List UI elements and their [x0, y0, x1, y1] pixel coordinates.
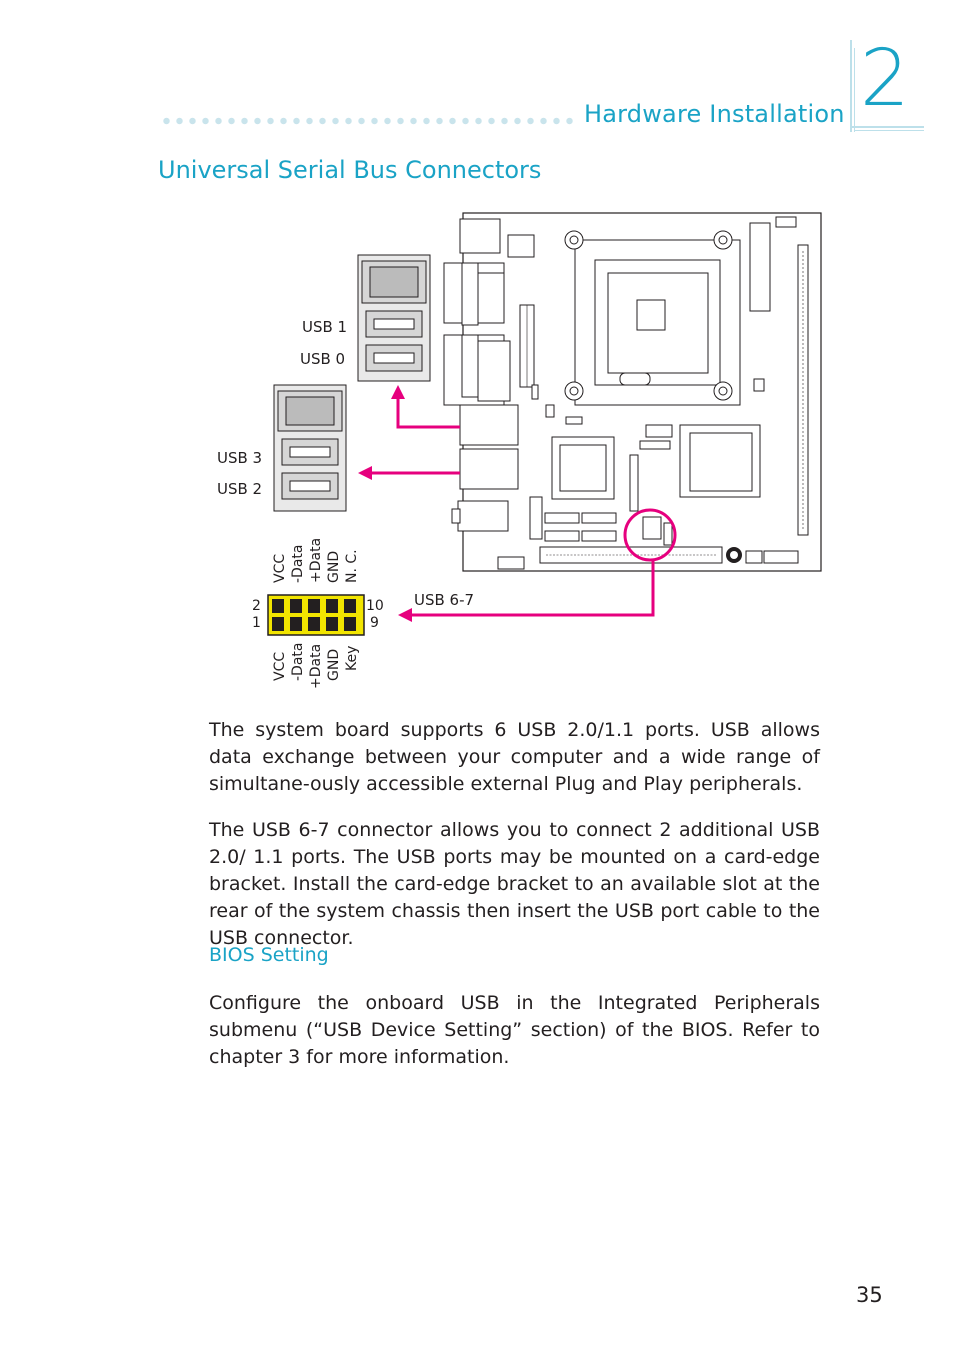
usb-connector-diagram: USB 1 USB 0 USB 3 USB 2 2 1 10 9 USB	[200, 205, 840, 705]
label-usb-6-7: USB 6-7	[414, 591, 474, 609]
section-title: Universal Serial Bus Connectors	[158, 156, 542, 184]
pin-number-1: 1	[252, 615, 261, 631]
arrow-heads	[358, 385, 412, 622]
rear-panel-usb-2-3	[273, 384, 347, 512]
rear-panel-usb-0-1	[357, 254, 431, 382]
label-usb-3: USB 3	[217, 449, 262, 467]
paragraph-usb-overview: The system board supports 6 USB 2.0/1.1 …	[209, 719, 820, 795]
bios-setting-heading: BIOS Setting	[209, 944, 329, 966]
chapter-number-box: 2	[846, 34, 924, 132]
pin-label-bottom-plus-data: +Data	[308, 644, 324, 689]
pin-label-top-vcc: VCC	[272, 554, 288, 583]
pin-label-top-minus-data: -Data	[290, 545, 306, 583]
motherboard-outline	[443, 212, 822, 572]
pin-number-2: 2	[252, 598, 261, 614]
pin-number-10: 10	[366, 598, 384, 614]
pin-label-bottom-vcc: VCC	[272, 652, 288, 681]
page-number: 35	[856, 1283, 883, 1307]
paragraph-bios: Configure the onboard USB in the Integra…	[209, 992, 820, 1068]
chapter-header-title: Hardware Installation	[584, 100, 845, 128]
usb-6-7-pin-header	[267, 594, 365, 636]
pin-label-top-gnd: GND	[326, 551, 342, 583]
pointer-arrows	[370, 397, 677, 617]
label-usb-1: USB 1	[302, 318, 347, 336]
pin-label-bottom-key: Key	[344, 646, 360, 671]
paragraph-usb-6-7: The USB 6-7 connector allows you to conn…	[209, 819, 820, 949]
label-usb-0: USB 0	[300, 350, 345, 368]
pin-label-top-plus-data: +Data	[308, 538, 324, 583]
pin-label-bottom-minus-data: -Data	[290, 643, 306, 681]
chapter-number: 2	[860, 34, 910, 124]
pin-label-bottom-gnd: GND	[326, 649, 342, 681]
header-dotted-rule	[160, 116, 578, 126]
pin-number-9: 9	[370, 615, 379, 631]
label-usb-2: USB 2	[217, 480, 262, 498]
pin-label-top-nc: N. C.	[344, 549, 360, 583]
